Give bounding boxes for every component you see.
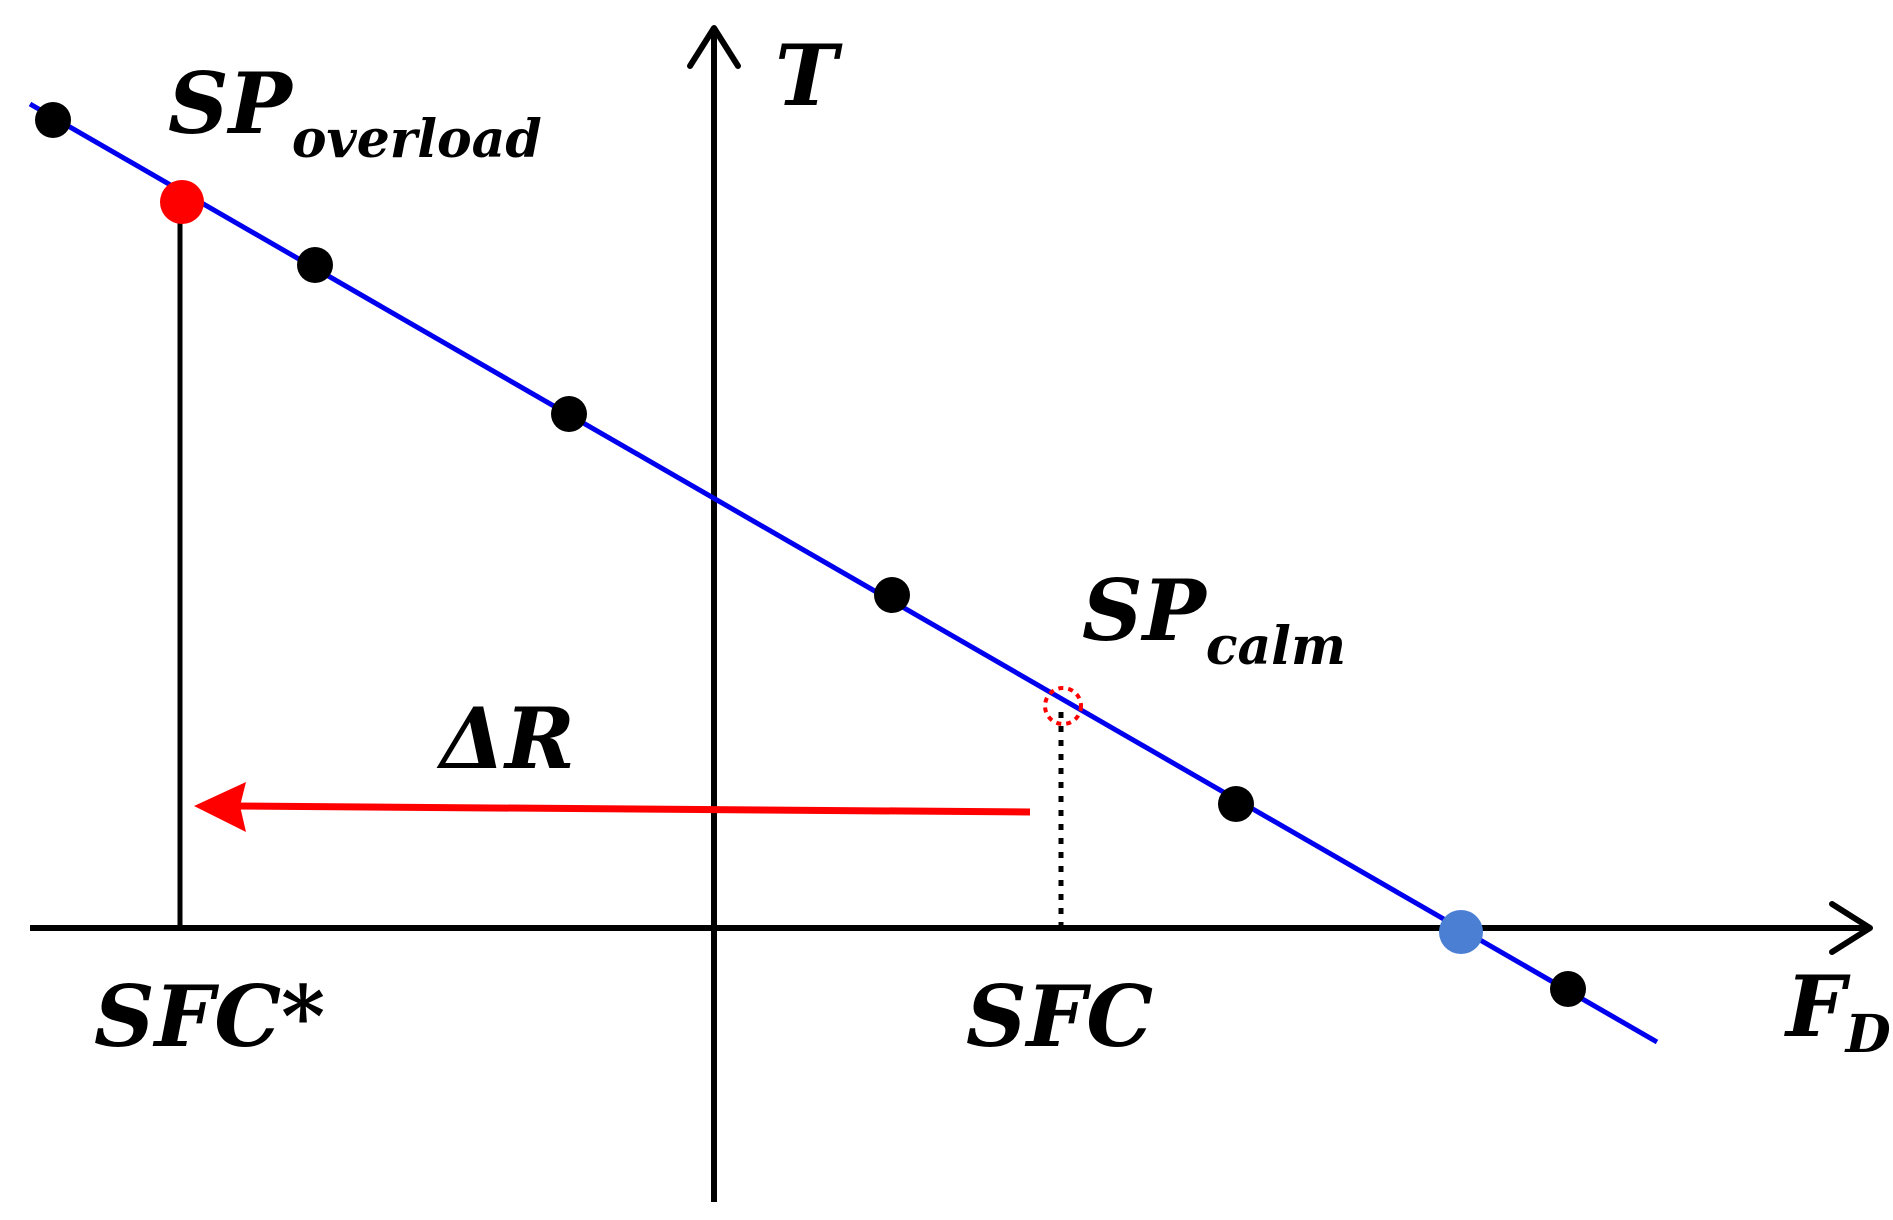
- line-dot: [551, 396, 587, 432]
- delta-r-arrowhead: [194, 782, 246, 832]
- line-dot: [1550, 971, 1586, 1007]
- fd-axis-arrowhead: [1829, 901, 1873, 955]
- fd-intercept-point: [1439, 910, 1483, 954]
- sp-overload-point: [160, 180, 204, 224]
- sp-overload-label: SPoverload: [168, 54, 542, 170]
- sfc-star-label: SFC*: [94, 967, 325, 1066]
- fd-axis-label: FD: [1784, 957, 1891, 1065]
- characteristic-line: [28, 101, 1659, 1045]
- t-axis-label: T: [775, 26, 843, 125]
- line-dot: [35, 102, 71, 138]
- t-axis-arrowhead: [687, 25, 741, 69]
- sp-calm-label: SPcalm: [1082, 561, 1346, 677]
- sp-calm-point: [1043, 686, 1083, 726]
- delta-r-label: ΔR: [436, 689, 575, 788]
- line-dot: [1218, 786, 1254, 822]
- line-dot: [297, 247, 333, 283]
- delta-r-arrow-shaft: [235, 802, 1031, 816]
- line-dot: [874, 577, 910, 613]
- sfc-label: SFC: [966, 967, 1153, 1066]
